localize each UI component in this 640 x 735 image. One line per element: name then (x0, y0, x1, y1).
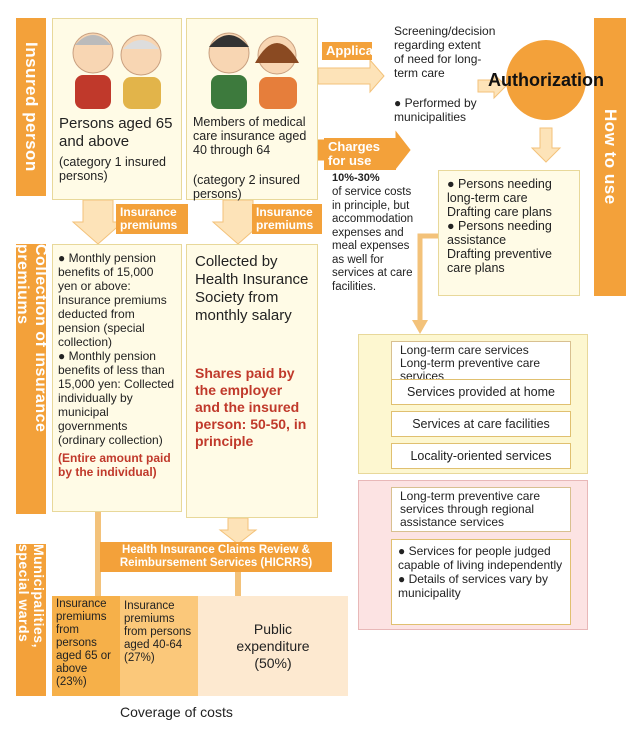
insured-65-sub: (category 1 insured persons) (59, 155, 167, 183)
regional-header: Long-term preventive care services throu… (391, 487, 571, 532)
collection-40-note: Shares paid by the employer and the insu… (195, 365, 307, 449)
side-label-municipalities: Municipalities, special wards (16, 544, 47, 696)
collection-65-box: ● Monthly pension benefits of 15,000 yen… (52, 244, 182, 512)
hicrrs-label: Health Insurance Claims Review & Reimbur… (100, 542, 332, 572)
application-label: Application (322, 42, 397, 60)
regional-b2: ● Details of services vary by municipali… (398, 572, 548, 600)
charges-text: of service costs in principle, but accom… (332, 186, 414, 293)
cost-public-pct: (50%) (254, 654, 292, 671)
elderly-couple-icon (72, 32, 162, 109)
screening-text: Screening/decision regarding extent of n… (394, 24, 496, 80)
care-plans-line4: Drafting preventive care plans (447, 247, 552, 275)
insured-65-title: Persons aged 65 and above (59, 115, 173, 150)
cost-40-text: Insurance premiums from persons aged 40-… (124, 600, 192, 651)
screening-bullet: ● Performed by municipalities (394, 96, 477, 124)
care-plans-box: ● Persons needing long-term care Draftin… (438, 170, 580, 296)
collection-65-b2: ● Monthly pension benefits of less than … (58, 349, 175, 447)
charges-pct: 10%-30% (332, 172, 380, 184)
collection-40-box: Collected by Health Insurance Society fr… (186, 244, 318, 518)
premiums-label-65: Insurance premiums (116, 204, 188, 234)
cost-65: Insurance premiums from persons aged 65 … (52, 596, 120, 696)
premiums-label-40: Insurance premiums (252, 204, 322, 234)
side-label-insured: Insured person (16, 18, 46, 196)
service-facilities: Services at care facilities (391, 411, 571, 437)
cost-public: Public expenditure (50%) (198, 596, 348, 696)
authorization-circle: Authorization (488, 40, 604, 120)
regional-panel: Long-term preventive care services throu… (358, 480, 588, 630)
regional-details: ● Services for people judged capable of … (391, 539, 571, 625)
cost-65-pct: (23%) (56, 676, 87, 688)
insured-40-sub: (category 2 insured persons) (193, 173, 301, 201)
collection-65-b1: ● Monthly pension benefits of 15,000 yen… (58, 251, 167, 349)
cost-40: Insurance premiums from persons aged 40-… (120, 596, 198, 696)
care-plans-line1: ● Persons needing long-term care (447, 177, 552, 205)
services-panel: Long-term care services Long-term preven… (358, 334, 588, 474)
cost-40-pct: (27%) (124, 652, 155, 664)
insured-40-box: Members of medical care insurance aged 4… (186, 18, 318, 201)
side-label-how-to-use: How to use (594, 18, 626, 296)
insured-65-box: Persons aged 65 and above (category 1 in… (52, 18, 182, 200)
services-header: Long-term care services Long-term preven… (391, 341, 571, 386)
charges-label: Charges for use (324, 138, 396, 170)
cost-public-text: Public expenditure (236, 620, 310, 654)
care-plans-line2: Drafting care plans (447, 205, 552, 219)
adult-couple-icon (208, 32, 299, 109)
service-home: Services provided at home (391, 379, 571, 405)
costs-caption: Coverage of costs (120, 704, 233, 720)
care-plans-line3: ● Persons needing assistance (447, 219, 552, 247)
side-label-collection: Collection of insurance premiums (14, 244, 49, 514)
collection-65-note: (Entire amount paid by the individual) (58, 451, 171, 479)
service-locality: Locality-oriented services (391, 443, 571, 469)
collection-40-text: Collected by Health Insurance Society fr… (195, 253, 309, 324)
insured-40-title: Members of medical care insurance aged 4… (193, 115, 307, 157)
regional-b1: ● Services for people judged capable of … (398, 544, 563, 572)
cost-65-text: Insurance premiums from persons aged 65 … (56, 598, 111, 675)
